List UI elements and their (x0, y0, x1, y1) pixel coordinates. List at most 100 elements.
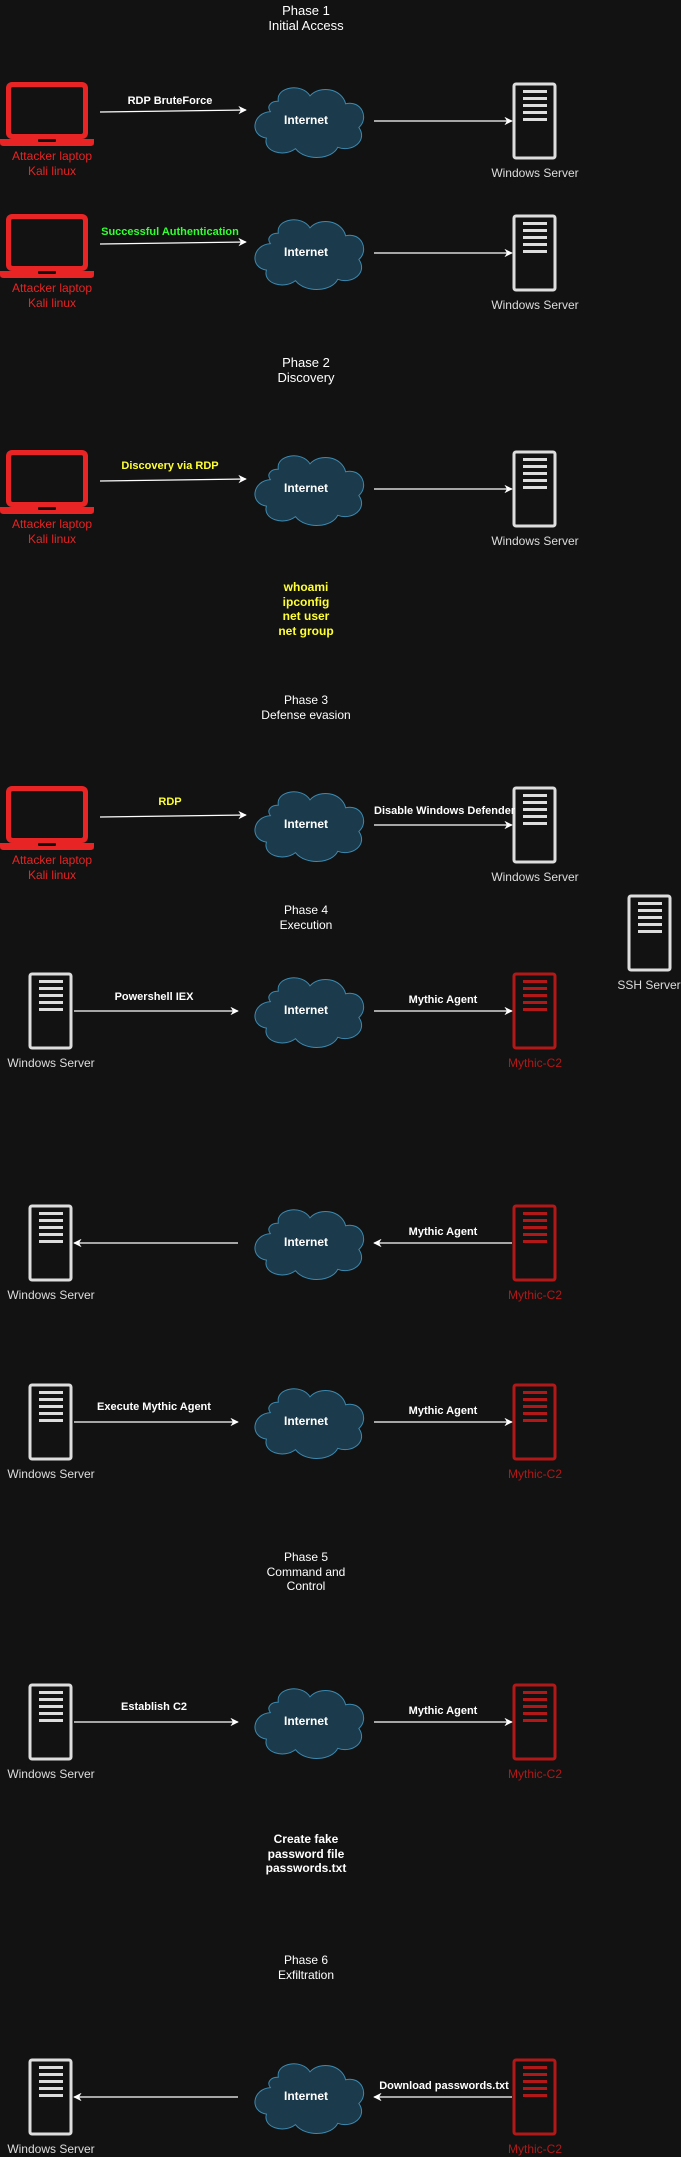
ssh-server-icon (627, 894, 672, 972)
ssh-server-caption: SSH Server (617, 978, 681, 992)
windows-server-caption: Windows Server (7, 1767, 95, 1781)
discovery-commands-note: whoami ipconfig net user net group (256, 580, 356, 638)
fake-password-file-note: Create fake password file passwords.txt (246, 1832, 366, 1876)
attacker-laptop-icon (0, 82, 94, 146)
mythic-c2-caption: Mythic-C2 (507, 1056, 562, 1070)
windows-server-icon (28, 972, 73, 1050)
connector-arrow (99, 810, 247, 820)
phase-title: Phase 1 (282, 3, 330, 18)
mythic-c2-caption: Mythic-C2 (507, 1288, 562, 1302)
edge-label-execute-mythic-agent: Execute Mythic Agent (97, 1401, 211, 1413)
internet-label: Internet (283, 1714, 328, 1728)
windows-server-caption: Windows Server (491, 534, 579, 548)
phase-title: Phase 4 (283, 903, 329, 917)
windows-server-icon (28, 1683, 73, 1761)
attacker-laptop-caption: Attacker laptop Kali linux (2, 853, 102, 882)
device-name: Attacker laptop (11, 517, 93, 531)
connector-arrow (99, 474, 247, 484)
attacker-laptop-icon (0, 450, 94, 514)
windows-server-icon (512, 82, 557, 160)
device-os: Kali linux (27, 163, 77, 178)
command-ipconfig: ipconfig (282, 594, 330, 609)
windows-server-caption: Windows Server (491, 870, 579, 884)
device-name: Attacker laptop (11, 149, 93, 163)
phase-subtitle: Defense evasion (261, 707, 351, 722)
edge-label-powershell-iex: Powershell IEX (114, 991, 194, 1003)
edge-label-successful-authentication: Successful Authentication (101, 226, 239, 238)
phase-title: Phase 3 (283, 693, 329, 707)
device-os: Kali linux (27, 531, 77, 546)
device-os: Kali linux (27, 295, 77, 310)
phase-subtitle: Exfiltration (277, 1967, 335, 1982)
edge-label-mythic-agent: Mythic Agent (408, 994, 478, 1006)
phase-2-header: Phase 2 Discovery (226, 355, 386, 385)
windows-server-caption: Windows Server (491, 298, 579, 312)
edge-label-discovery-via-rdp: Discovery via RDP (121, 460, 219, 472)
windows-server-icon (28, 1383, 73, 1461)
mythic-c2-server-icon (512, 2058, 557, 2136)
mythic-c2-server-icon (512, 1683, 557, 1761)
phase-subtitle: Initial Access (268, 17, 344, 33)
phase-3-header: Phase 3 Defense evasion (226, 693, 386, 722)
attacker-laptop-caption: Attacker laptop Kali linux (2, 281, 102, 310)
command-whoami: whoami (283, 580, 329, 594)
edge-label-mythic-agent: Mythic Agent (408, 1226, 478, 1238)
windows-server-caption: Windows Server (7, 2142, 95, 2156)
attacker-laptop-caption: Attacker laptop Kali linux (2, 517, 102, 546)
mythic-c2-caption: Mythic-C2 (507, 1767, 562, 1781)
phase-4-header: Phase 4 Execution (226, 903, 386, 932)
windows-server-caption: Windows Server (7, 1056, 95, 1070)
command-net-group: net group (278, 623, 334, 638)
device-name: Attacker laptop (11, 281, 93, 295)
edge-label-rdp-bruteforce: RDP BruteForce (127, 95, 213, 107)
edge-label-mythic-agent: Mythic Agent (408, 1705, 478, 1717)
phase-title: Phase 6 (283, 1953, 329, 1967)
note-line: password file (267, 1846, 345, 1861)
device-os: Kali linux (27, 867, 77, 882)
phase-6-header: Phase 6 Exfiltration (226, 1953, 386, 1982)
windows-server-caption: Windows Server (7, 1467, 95, 1481)
internet-label: Internet (283, 1414, 328, 1428)
attacker-laptop-icon (0, 786, 94, 850)
edge-label-mythic-agent: Mythic Agent (408, 1405, 478, 1417)
edge-label-disable-windows-defender: Disable Windows Defender (374, 805, 516, 817)
phase-subtitle: Discovery (277, 369, 335, 385)
windows-server-icon (28, 1204, 73, 1282)
connector-arrow (99, 105, 247, 115)
internet-label: Internet (283, 113, 328, 127)
note-line: passwords.txt (265, 1861, 347, 1875)
phase-subtitle-line2: Control (286, 1579, 326, 1593)
command-net-user: net user (282, 609, 330, 623)
windows-server-icon (512, 786, 557, 864)
mythic-c2-caption: Mythic-C2 (507, 1467, 562, 1481)
phase-title: Phase 2 (282, 355, 330, 370)
mythic-c2-server-icon (512, 1204, 557, 1282)
windows-server-caption: Windows Server (491, 166, 579, 180)
phase-title: Phase 5 (283, 1550, 329, 1564)
mythic-c2-caption: Mythic-C2 (507, 2142, 562, 2156)
phase-5-header: Phase 5 Command and Control (226, 1550, 386, 1594)
internet-label: Internet (283, 1235, 328, 1249)
phase-1-header: Phase 1 Initial Access (226, 3, 386, 33)
internet-label: Internet (283, 245, 328, 259)
phase-subtitle: Execution (279, 917, 333, 932)
attacker-laptop-icon (0, 214, 94, 278)
edge-label-download-passwords: Download passwords.txt (379, 2080, 509, 2092)
attacker-laptop-caption: Attacker laptop Kali linux (2, 149, 102, 178)
windows-server-icon (512, 450, 557, 528)
phase-subtitle: Command and (266, 1564, 346, 1579)
edge-label-establish-c2: Establish C2 (120, 1701, 188, 1713)
note-line: Create fake (273, 1832, 339, 1846)
windows-server-caption: Windows Server (7, 1288, 95, 1302)
connector-arrow (99, 237, 247, 247)
internet-label: Internet (283, 817, 328, 831)
edge-label-rdp: RDP (158, 796, 182, 808)
internet-label: Internet (283, 2089, 328, 2103)
internet-label: Internet (283, 1003, 328, 1017)
internet-label: Internet (283, 481, 328, 495)
mythic-c2-server-icon (512, 1383, 557, 1461)
device-name: Attacker laptop (11, 853, 93, 867)
windows-server-icon (512, 214, 557, 292)
mythic-c2-server-icon (512, 972, 557, 1050)
